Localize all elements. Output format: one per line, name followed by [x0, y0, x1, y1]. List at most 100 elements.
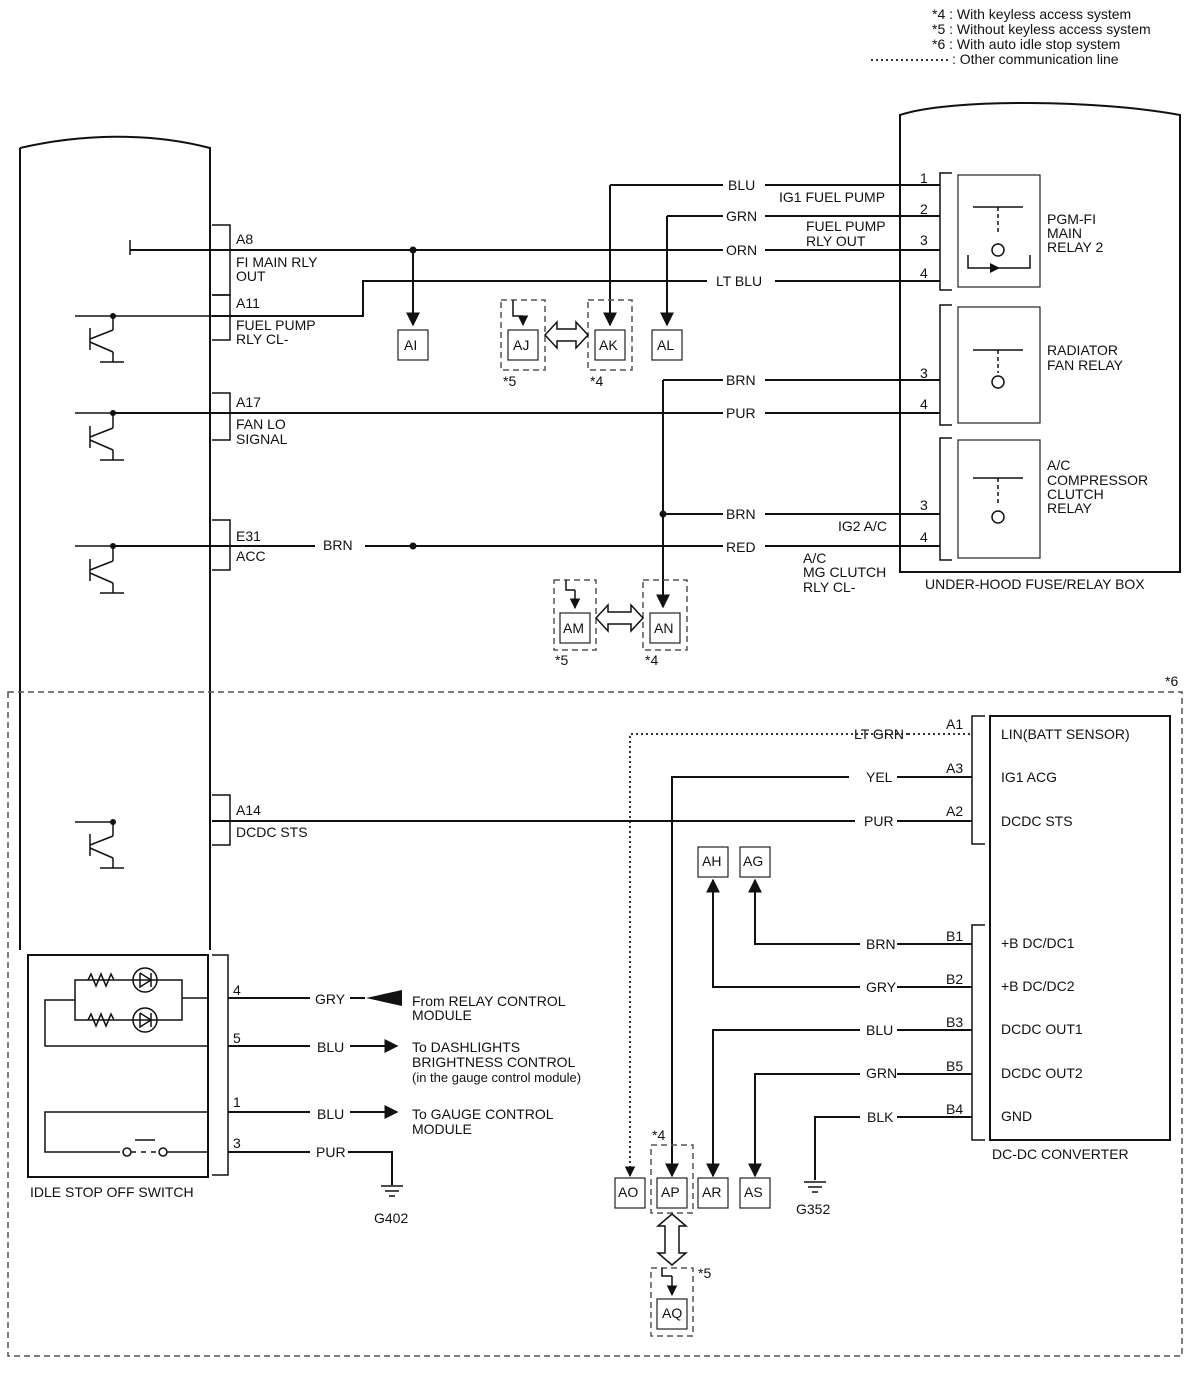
switch-lamp-circuit	[44, 967, 208, 1047]
fuse-box-label: UNDER-HOOD FUSE/RELAY BOX	[925, 576, 1145, 592]
wire-desc: IG2 A/C	[838, 518, 887, 534]
legend-note-6: *6 : With auto idle stop system	[932, 36, 1120, 52]
wire-color: LT BLU	[716, 273, 762, 289]
wire-color: PUR	[864, 813, 894, 829]
svg-text:AM: AM	[563, 620, 584, 636]
svg-text:AO: AO	[618, 1184, 638, 1200]
wire-color: PUR	[726, 405, 756, 421]
dcdc-pin-name: DCDC OUT1	[1001, 1021, 1083, 1037]
relay-ac-compressor	[957, 439, 1041, 559]
note-5: *5	[555, 652, 568, 668]
ref-box-as: AS	[739, 1177, 771, 1209]
svg-text:AL: AL	[657, 337, 674, 353]
wire-color: GRY	[315, 991, 346, 1007]
ref-box-aq: AQ	[656, 1298, 688, 1330]
wire-color: RED	[726, 539, 756, 555]
svg-text:AI: AI	[404, 337, 417, 353]
note-5: *5	[503, 373, 516, 389]
ecm-outline	[19, 135, 211, 950]
dcdc-pin-name: +B DC/DC2	[1001, 978, 1075, 994]
legend: *4 : With keyless access system *5 : Wit…	[871, 6, 1151, 67]
switch-dest: To DASHLIGHTS	[412, 1039, 520, 1055]
top-wires	[113, 184, 940, 609]
pin-number: 5	[233, 1030, 241, 1046]
ref-box-ap: AP	[656, 1177, 688, 1209]
wire-color: GRN	[866, 1065, 897, 1081]
auto-idle-stop-region	[7, 691, 1183, 1357]
svg-text:AG: AG	[743, 853, 763, 869]
wire-color: LT GRN	[854, 726, 904, 742]
pin-number: 3	[233, 1135, 241, 1151]
switch-label: IDLE STOP OFF SWITCH	[30, 1184, 194, 1200]
ground-label: G402	[374, 1210, 408, 1226]
wire-color: BLU	[866, 1022, 893, 1038]
svg-text:AK: AK	[599, 337, 618, 353]
ref-box-ag: AG	[739, 846, 771, 878]
wire-color: GRY	[866, 979, 897, 995]
dcdc-wires	[212, 776, 972, 1180]
relay-name: MAIN	[1047, 225, 1082, 241]
fuse-relay-box	[899, 101, 1181, 573]
svg-text:AH: AH	[702, 853, 721, 869]
relay-name: RELAY	[1047, 500, 1093, 516]
ground-g402	[381, 1185, 403, 1197]
wire-color: GRN	[726, 208, 757, 224]
switch-dest: From RELAY CONTROL	[412, 993, 566, 1009]
ecm-pin-a14: A14	[236, 802, 261, 818]
pin-number: 4	[233, 982, 241, 998]
wire-desc: A/C	[803, 550, 826, 566]
arrow-from-relay-module	[366, 990, 402, 1006]
ecm-transistor-1	[75, 240, 212, 363]
relay-name: PGM-FI	[1047, 211, 1096, 227]
note-6: *6	[1165, 673, 1178, 689]
ref-box-ao: AO	[614, 1177, 646, 1209]
switch-dest: MODULE	[412, 1121, 472, 1137]
ecm-pin-a11: A11	[236, 295, 260, 311]
wire-desc: FUEL PUMP	[806, 218, 886, 234]
note-4: *4	[590, 373, 603, 389]
wire-color: ORN	[726, 242, 757, 258]
pin-number: B2	[946, 971, 963, 987]
wire-color: BRN	[866, 936, 896, 952]
dcdc-pin-name: DCDC OUT2	[1001, 1065, 1083, 1081]
pin-number: 3	[920, 232, 928, 248]
pin-number: B1	[946, 928, 963, 944]
pin-number: B5	[946, 1058, 963, 1074]
ref-box-ak: AK	[594, 329, 626, 361]
legend-comm-line: : Other communication line	[952, 51, 1119, 67]
ecm-label-fuel-pump-2: RLY CL-	[236, 331, 289, 347]
relay-name: COMPRESSOR	[1047, 472, 1148, 488]
ecm-transistor-2	[75, 412, 124, 461]
svg-text:AJ: AJ	[513, 337, 529, 353]
legend-note-5: *5 : Without keyless access system	[932, 21, 1151, 37]
switch-contact	[44, 1111, 208, 1157]
ref-box-ai: AI	[397, 329, 429, 361]
pin-number: 4	[920, 265, 928, 281]
ref-box-ah: AH	[697, 846, 729, 878]
wire-color: YEL	[866, 769, 893, 785]
ecm-pin-a8: A8	[236, 231, 253, 247]
switch-dest: To GAUGE CONTROL	[412, 1106, 554, 1122]
ecm-label-fan-lo-2: SIGNAL	[236, 431, 288, 447]
ground-label: G352	[796, 1201, 830, 1217]
pin-number: 1	[920, 170, 928, 186]
dcdc-converter	[989, 715, 1171, 1141]
relay-radiator-fan	[957, 306, 1041, 424]
pin-number: A2	[946, 803, 963, 819]
relay-name: RADIATOR	[1047, 342, 1118, 358]
svg-text:AP: AP	[661, 1184, 680, 1200]
dcdc-pin-name: GND	[1001, 1108, 1032, 1124]
ref-box-ar: AR	[697, 1177, 729, 1209]
idle-stop-off-switch	[27, 954, 209, 1178]
ecm-label-fuel-pump: FUEL PUMP	[236, 317, 316, 333]
ecm-label-acc: ACC	[236, 548, 266, 564]
ecm-label-dcdc-sts: DCDC STS	[236, 824, 308, 840]
ecm-transistor-3	[75, 545, 124, 594]
wire-color: BRN	[323, 537, 353, 553]
wire-color: BRN	[726, 372, 756, 388]
pin-number: B4	[946, 1101, 963, 1117]
switch-dest: MODULE	[412, 1007, 472, 1023]
relay-name: CLUTCH	[1047, 486, 1104, 502]
pin-number: 4	[920, 529, 928, 545]
